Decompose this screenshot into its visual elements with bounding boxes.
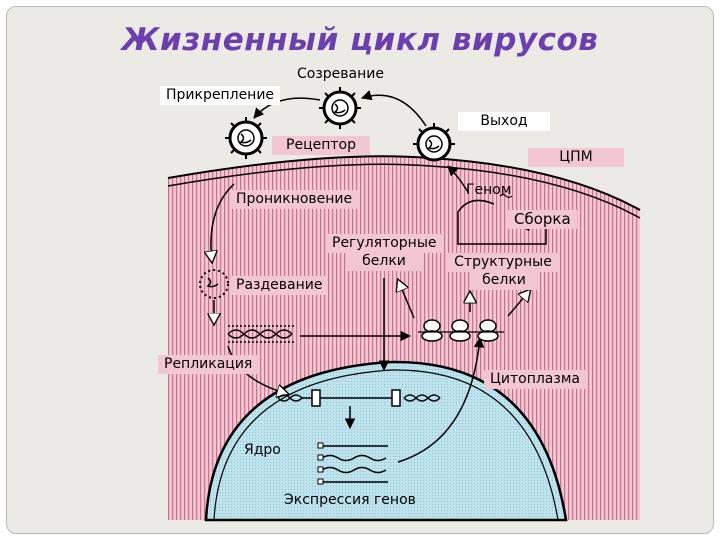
- viral-dna-helix: [227, 325, 296, 343]
- label-assembly: Сборка: [508, 210, 577, 229]
- label-receptor: Рецептор: [272, 136, 370, 155]
- label-exit: Выход: [458, 112, 550, 131]
- label-regulatory-proteins-2: белки: [346, 252, 422, 271]
- genome-to-assembly-path: [457, 199, 495, 245]
- label-uncoating: Раздевание: [230, 276, 329, 295]
- label-maturation: Созревание: [297, 66, 384, 82]
- arrow-mrna-export: [397, 336, 485, 463]
- mrna-transcripts: [321, 445, 388, 483]
- label-structural-proteins-2: белки: [470, 271, 538, 290]
- label-nucleus: Ядро: [244, 442, 281, 458]
- arrow-to-regulatory: [398, 280, 415, 319]
- label-replication: Репликация: [158, 355, 259, 374]
- label-cytoplasm: Цитоплазма: [484, 370, 586, 389]
- dna-gene-box-right: [391, 389, 401, 407]
- ribosome-icons: [421, 319, 499, 342]
- uncoating-particle-icon: [199, 269, 229, 299]
- virus-attached-icon: [225, 117, 267, 159]
- arrow-to-structural-right: [507, 290, 530, 317]
- arrow-assembly-exit: [447, 165, 469, 193]
- dna-gene-box-left: [311, 389, 321, 407]
- page-title: Жизненный цикл вирусов: [121, 22, 599, 58]
- label-cpm: ЦПМ: [528, 148, 624, 167]
- virus-budding-icon: [413, 123, 455, 162]
- virus-mature-icon: [319, 87, 361, 129]
- label-structural-proteins-1: Структурные: [448, 253, 558, 272]
- arrow-maturation-to-attachment: [253, 97, 321, 119]
- label-regulatory-proteins-1: Регуляторные: [326, 234, 442, 253]
- arrow-replication: [227, 345, 288, 394]
- label-penetration: Проникновение: [230, 190, 359, 209]
- arrow-exit-to-maturation: [360, 90, 427, 127]
- label-gene-expression: Экспрессия генов: [284, 492, 416, 508]
- label-genome: Геном: [466, 182, 512, 198]
- arrow-penetration: [211, 183, 235, 262]
- label-attachment: Прикрепление: [160, 86, 281, 105]
